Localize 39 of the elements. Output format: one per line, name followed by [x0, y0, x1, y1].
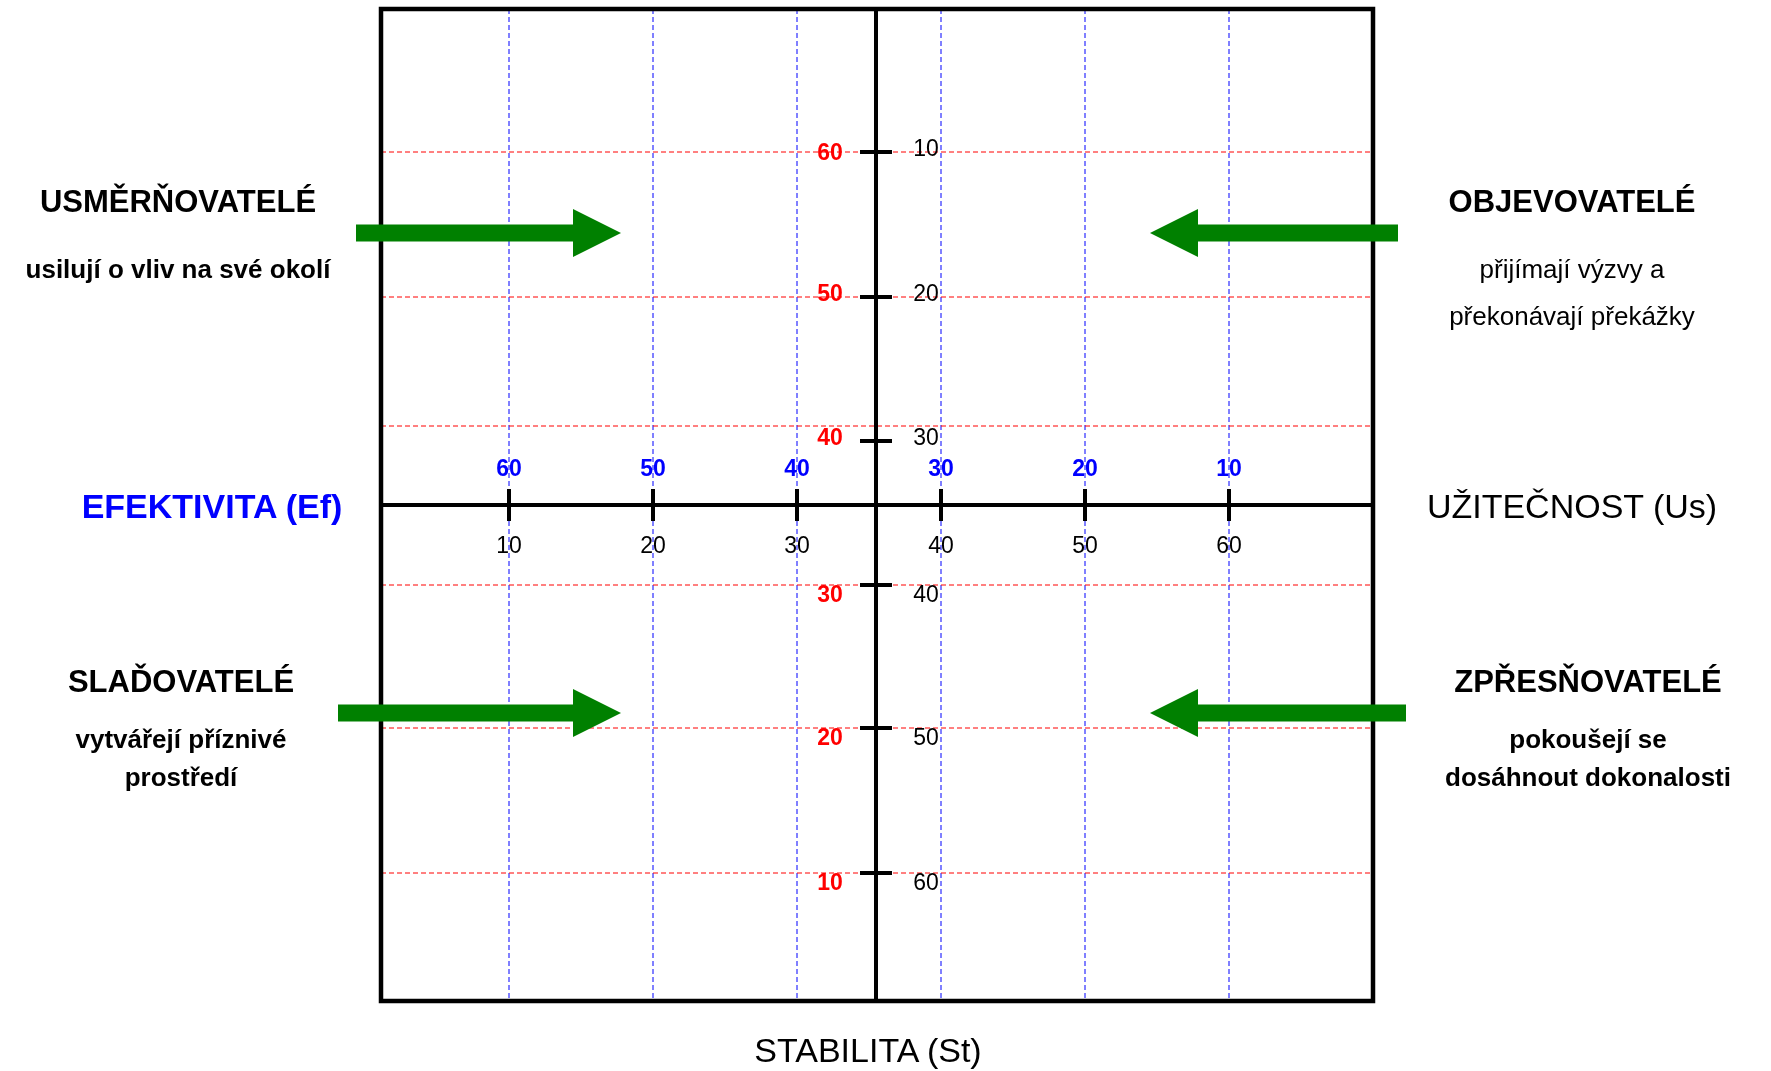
axis-title: UŽITEČNOST (Us) — [1426, 489, 1718, 523]
tick-label: 40 — [913, 582, 939, 606]
axis-title: EFEKTIVITA (Ef) — [81, 489, 343, 523]
tick-label: 20 — [913, 281, 939, 305]
tick-label: 40 — [928, 533, 954, 557]
tick-label: 20 — [1072, 456, 1098, 480]
tick-label: 50 — [817, 281, 843, 305]
tick-label: 60 — [1216, 533, 1242, 557]
tick-label: 10 — [1216, 456, 1242, 480]
tick-label: 30 — [928, 456, 954, 480]
quadrant-description: usilují o vliv na své okolí — [25, 253, 331, 286]
tick-label: 50 — [640, 456, 666, 480]
tick-label: 40 — [817, 425, 843, 449]
tick-label: 10 — [496, 533, 522, 557]
tick-label: 30 — [784, 533, 810, 557]
arrow — [338, 689, 621, 737]
arrow — [356, 209, 621, 257]
quadrant-heading: USMĚRŇOVATELÉ — [39, 184, 317, 220]
tick-label: 20 — [640, 533, 666, 557]
quadrant-heading: SLAĎOVATELÉ — [67, 664, 295, 700]
quadrant-description: vytvářejí příznivé prostředí — [74, 723, 288, 794]
tick-label: 10 — [817, 870, 843, 894]
tick-label: 30 — [913, 425, 939, 449]
tick-label: 20 — [817, 725, 843, 749]
tick-label: 30 — [817, 582, 843, 606]
tick-label: 50 — [913, 725, 939, 749]
arrow — [1150, 689, 1406, 737]
tick-label: 60 — [817, 140, 843, 164]
quadrant-description: přijímají výzvy a překonávají překážky — [1448, 253, 1696, 333]
tick-label: 60 — [913, 870, 939, 894]
axis-title: STABILITA (St) — [754, 1033, 982, 1067]
tick-label: 40 — [784, 456, 810, 480]
tick-label: 60 — [496, 456, 522, 480]
quadrant-heading: OBJEVOVATELÉ — [1448, 184, 1696, 220]
quadrant-heading: ZPŘESŇOVATELÉ — [1454, 664, 1722, 700]
tick-label: 50 — [1072, 533, 1098, 557]
quadrant-description: pokoušejí se dosáhnout dokonalosti — [1444, 723, 1732, 794]
arrow — [1150, 209, 1398, 257]
tick-label: 10 — [913, 136, 939, 160]
